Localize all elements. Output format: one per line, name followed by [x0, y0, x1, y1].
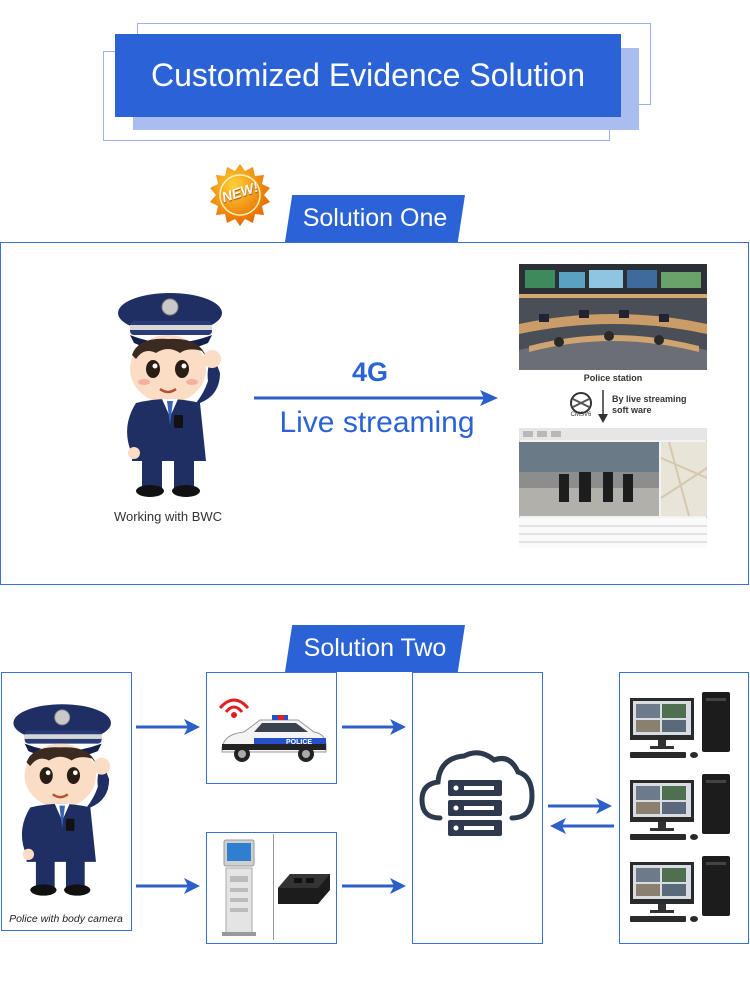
arrow-right-icon [136, 878, 200, 894]
computer-icon [630, 774, 730, 840]
officer-figure-1 [108, 285, 238, 503]
arrow-left-icon [550, 818, 614, 834]
officer-caption-2: Police with body camera [9, 913, 123, 925]
kiosk-icon [222, 839, 256, 936]
tab-solution-two: Solution Two [285, 625, 465, 672]
computer-icon [630, 856, 730, 922]
page-title: Customized Evidence Solution [115, 34, 621, 117]
charging-dock-icon [278, 874, 330, 904]
cmsv6-logo-icon [570, 392, 592, 414]
arrow-down-icon [598, 390, 608, 423]
tab-solution-one: Solution One [285, 195, 465, 242]
link-label-live-streaming: Live streaming [279, 406, 475, 439]
police-station-image [519, 264, 707, 370]
cloud-server-icon [419, 750, 535, 836]
svg-text:POLICE: POLICE [286, 739, 312, 746]
arrow-right-icon [136, 719, 200, 735]
workstation-1 [628, 692, 740, 762]
workstation-3 [628, 856, 740, 926]
police-car-icon: POLICE [218, 698, 327, 762]
arrow-right-icon [342, 878, 406, 894]
computer-icon [630, 692, 730, 758]
officer-caption-1: Working with BWC [113, 509, 223, 524]
police-officer-icon-2 [13, 704, 111, 896]
officer-figure-2 [4, 690, 126, 908]
arrow-right-icon [342, 719, 406, 735]
new-badge-icon [210, 164, 270, 226]
dock-divider [273, 834, 274, 940]
arrow-right-icon [548, 798, 612, 814]
arrow-right-icon [254, 390, 498, 406]
workstation-2 [628, 774, 740, 844]
police-officer-icon [118, 293, 222, 497]
cmsv6-label: CMSV6 [570, 412, 592, 418]
cmsv6-logo [566, 390, 596, 420]
new-badge: NEW! [208, 163, 272, 227]
link-label-4g: 4G [351, 357, 389, 387]
station-caption: Police station [583, 373, 643, 383]
software-screenshot [519, 428, 707, 548]
software-caption: By live streaming soft ware [612, 394, 687, 415]
